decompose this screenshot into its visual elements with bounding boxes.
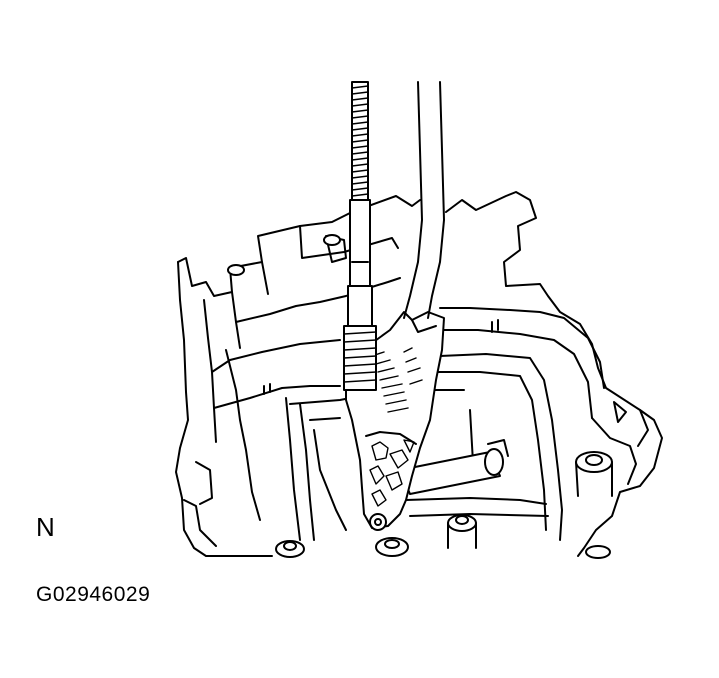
position-label: N	[36, 512, 55, 542]
figure-code: G02946029	[36, 583, 151, 606]
cable-sheath	[403, 81, 445, 319]
mounting-bosses	[227, 234, 613, 559]
shift-gate-channel	[183, 349, 563, 547]
shift-control-cable	[343, 81, 377, 391]
